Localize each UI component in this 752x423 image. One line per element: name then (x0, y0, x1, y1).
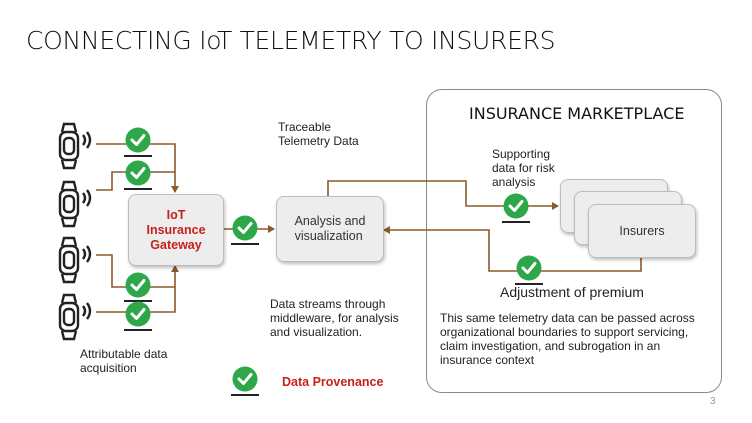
device1-line (96, 143, 179, 193)
insurance-marketplace-panel (426, 89, 722, 393)
risk-line1: Supporting (492, 147, 551, 161)
same-line2: organizational boundaries to support ser… (440, 325, 689, 339)
insurers-to-analysis-line (383, 226, 642, 272)
streams-line1: Data streams through (270, 297, 386, 311)
insurers-label: Insurers (619, 224, 665, 238)
cross-organization-note: This same telemetry data can be passed a… (440, 311, 695, 367)
streams-line2: middleware, for analysis (270, 311, 399, 325)
gateway-label-line3: Gateway (150, 237, 202, 252)
data-streams-note: Data streams through middleware, for ana… (270, 297, 399, 339)
wearable-sensor-icon (58, 293, 92, 341)
analysis-label-line2: visualization (294, 229, 363, 243)
traceable-data-note: Traceable Telemetry Data (278, 120, 359, 148)
gateway-label-line1: IoT (166, 207, 186, 222)
slide-title: CONNECTING IoT TELEMETRY TO INSURERS (26, 26, 556, 55)
same-line4: insurance context (440, 353, 535, 367)
analysis-label-line1: Analysis and (294, 214, 366, 228)
analysis-label: Analysis and visualization (295, 214, 366, 244)
data-acquisition-note: Attributable data acquisition (80, 347, 167, 375)
wearable-sensor-icon (58, 236, 92, 284)
wearable-sensor-icon (58, 122, 92, 170)
iot-insurance-gateway-box: IoT Insurance Gateway (128, 194, 224, 266)
traceable-line1: Traceable (278, 120, 331, 134)
marketplace-title: INSURANCE MARKETPLACE (469, 104, 685, 123)
traceable-line2: Telemetry Data (278, 134, 359, 148)
analysis-to-insurers-line (327, 180, 559, 210)
acq-line2: acquisition (80, 361, 137, 375)
check-circle-icon (124, 272, 152, 302)
legend-label: Data Provenance (282, 375, 384, 389)
risk-line3: analysis (492, 175, 536, 189)
same-line1: This same telemetry data can be passed a… (440, 311, 695, 325)
check-circle-icon (231, 215, 259, 245)
analysis-visualization-box: Analysis and visualization (276, 196, 384, 262)
same-line3: claim investigation, and subrogation in … (440, 339, 661, 353)
premium-adjustment-label: Adjustment of premium (500, 284, 644, 300)
risk-line2: data for risk (492, 161, 555, 175)
gateway-label-line2: Insurance (146, 222, 206, 237)
risk-analysis-note: Supporting data for risk analysis (492, 147, 555, 189)
check-circle-icon (124, 127, 152, 157)
legend-check-circle-icon (231, 366, 259, 396)
gateway-label: IoT Insurance Gateway (146, 208, 205, 253)
device4-line (96, 265, 179, 313)
wearable-sensor-icon (58, 180, 92, 228)
page-number: 3 (710, 396, 716, 407)
check-circle-icon (502, 193, 530, 223)
acq-line1: Attributable data (80, 347, 168, 361)
check-circle-icon (124, 301, 152, 331)
insurer-card-front: Insurers (588, 204, 696, 258)
streams-line3: and visualization. (270, 325, 363, 339)
check-circle-icon (515, 255, 543, 285)
check-circle-icon (124, 160, 152, 190)
